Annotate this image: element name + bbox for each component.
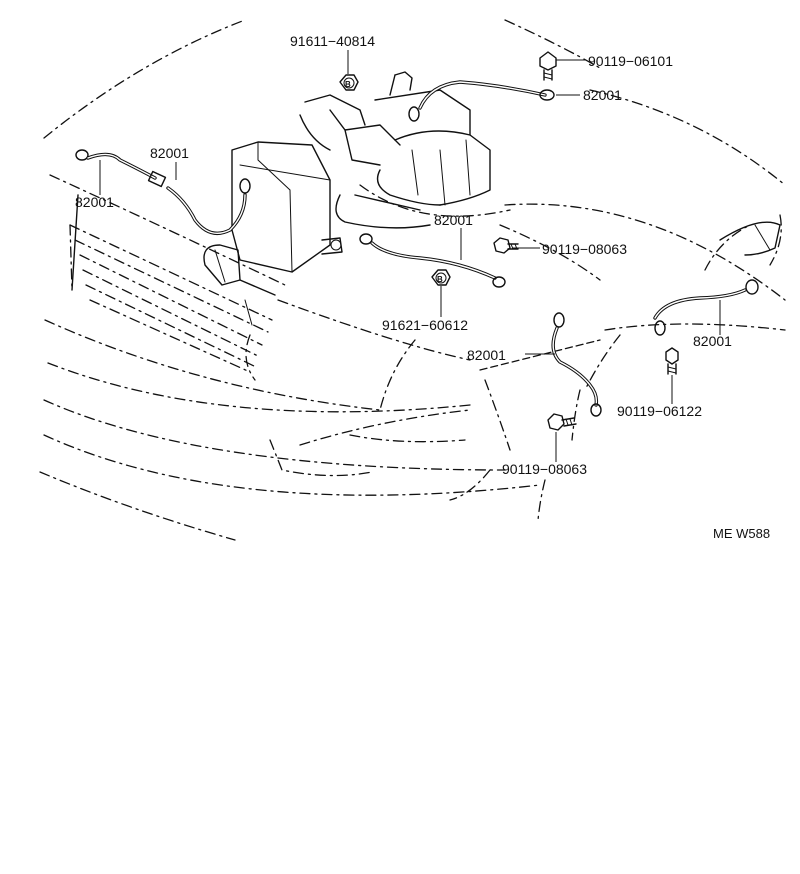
bolt-icon — [547, 413, 577, 431]
ground-cable-top — [408, 80, 555, 122]
label-82001-top-right: 82001 — [583, 87, 622, 103]
nut-icon: B — [339, 74, 359, 91]
marker-letter: B — [345, 80, 351, 89]
label-82001-center: 82001 — [434, 212, 473, 228]
right-apron — [719, 221, 781, 256]
grille — [69, 194, 273, 373]
label-91621-60612: 91621−60612 — [382, 317, 468, 333]
label-91611-40814: 91611−40814 — [290, 33, 375, 49]
label-90119-08063-center: 90119−08063 — [542, 241, 627, 257]
label-90119-06101: 90119−06101 — [588, 53, 673, 69]
part-labels: 91611−40814 90119−06101 82001 82001 8200… — [75, 33, 770, 541]
marker-letter: B — [437, 275, 443, 284]
label-82001-right: 82001 — [693, 333, 732, 349]
body-outline — [39, 19, 786, 541]
label-82001-left-lower: 82001 — [75, 194, 114, 210]
engine-assembly — [203, 71, 491, 326]
ground-cable-center — [359, 233, 506, 288]
label-90119-06122: 90119−06122 — [617, 403, 702, 419]
diagram-code: ME W588 — [713, 526, 770, 541]
ground-cable-left — [75, 149, 251, 235]
ground-cable-front — [551, 312, 602, 417]
bolt-icon — [493, 237, 519, 254]
label-82001-front: 82001 — [467, 347, 506, 363]
label-82001-left-upper: 82001 — [150, 145, 189, 161]
nut-icon: B — [431, 269, 451, 286]
label-90119-08063-front: 90119−08063 — [502, 461, 587, 477]
ground-cable-right — [653, 279, 759, 336]
bolt-icon — [665, 347, 679, 375]
leader-lines — [99, 50, 721, 462]
bolt-icon — [539, 51, 557, 81]
